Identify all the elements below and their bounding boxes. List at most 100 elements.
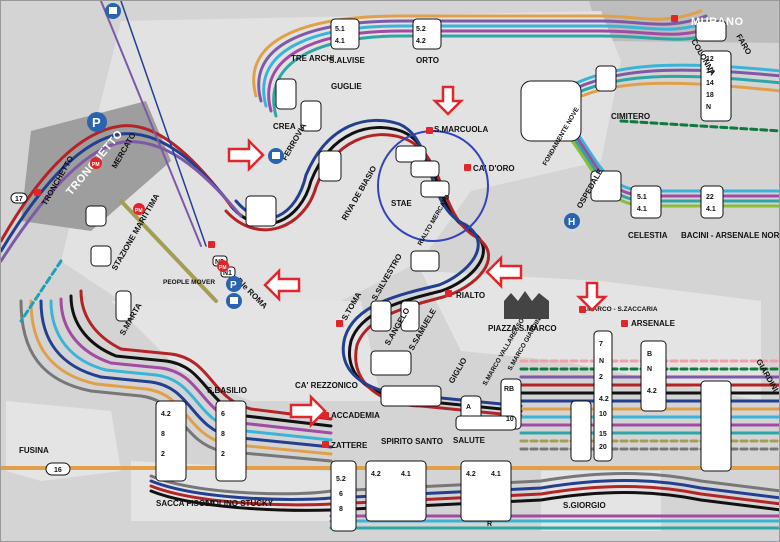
stop-label-s-marcuola: S.MARCUOLA (434, 125, 488, 134)
pill-text: 2 (221, 451, 225, 458)
svg-text:PM: PM (219, 265, 227, 271)
stop-label-guglie: GUGLIE (331, 82, 362, 91)
pill-text: RB (504, 386, 514, 393)
stop-label-fusina: FUSINA (19, 446, 49, 455)
red-arrow-icon (263, 267, 301, 303)
stop-label-s-giorgio: S.GIORGIO (563, 501, 606, 510)
stop-marker-icon (464, 164, 471, 171)
stop-label-arsenale: ARSENALE (631, 319, 676, 328)
stop-marker-icon (34, 189, 41, 196)
people-mover-icon: PM (90, 157, 102, 169)
route-line (19, 259, 63, 323)
pill-text: 4.2 (161, 411, 171, 418)
stop-marker-icon (621, 320, 628, 327)
pill-text: 6 (221, 411, 225, 418)
stop-markers (34, 15, 678, 448)
red-arrow-icon (289, 393, 327, 429)
route-line (79, 289, 333, 421)
red-arrow-icon (431, 85, 465, 116)
svg-text:PM: PM (135, 208, 143, 214)
pill-text: 4.1 (335, 38, 345, 45)
stop-label-s-alvise: S.ALVISE (329, 56, 366, 65)
route-line (149, 489, 779, 512)
map-icons: P P H PM PM P (87, 3, 580, 319)
svg-text:PM: PM (92, 162, 100, 168)
route-line (49, 299, 333, 442)
stop-label-s-marco-zaccaria: S.MARCO - S.ZACCARIA (581, 306, 658, 313)
pill-text: 5.2 (416, 26, 426, 33)
stop-label-salute: SALUTE (453, 436, 486, 445)
route-line (1, 140, 243, 263)
pill-text: 4.2 (466, 471, 476, 478)
route-line (39, 299, 333, 449)
stop-marker-icon (445, 290, 452, 297)
basilica-icon (504, 291, 549, 319)
route-line (224, 133, 523, 418)
pill-text: 22 (706, 194, 714, 201)
route-badge-n1: N1 (223, 270, 232, 277)
pill-text: 10 (599, 411, 607, 418)
parking-icon: P (87, 112, 107, 132)
stop-label-bacini: BACINI - ARSENALE NORD (681, 231, 780, 240)
bus-icon (226, 293, 242, 309)
route-line (29, 299, 333, 456)
pill-texts: 5.1 4.1 5.2 4.2 12 13 14 18 N 5.1 4.1 22… (161, 26, 716, 528)
route-badge-16: 16 (54, 467, 62, 474)
area-label-murano: MURANO (691, 16, 744, 28)
red-arrow-icon (575, 281, 609, 312)
pill-text: R (487, 521, 492, 528)
route-line (119, 199, 218, 303)
stop-label-ca-doro: CA' D'ORO (473, 164, 515, 173)
stop-marker-icon (579, 306, 586, 313)
stop-label-cimitero: CIMITERO (611, 112, 650, 121)
red-arrow-icon (227, 137, 265, 173)
people-mover-icon: PM (133, 203, 145, 215)
stop-label-people-mover: PEOPLE MOVER (163, 279, 215, 286)
stop-marker-icon (671, 15, 678, 22)
fusina-land (6, 401, 121, 481)
route-line (149, 484, 779, 507)
route-line (252, 9, 703, 98)
pill-text: 8 (161, 431, 165, 438)
stop-marker-icon (208, 241, 215, 248)
city-west-land (111, 301, 381, 401)
pill-text: 4.1 (491, 471, 501, 478)
route-line (234, 118, 523, 408)
route-lines (1, 1, 779, 530)
stop-label-accademia: ACCADEMIA (331, 411, 380, 420)
pill-text: 13 (706, 68, 714, 75)
stop-marker-icon (322, 412, 329, 419)
stop-label-celestia: CELESTIA (628, 231, 668, 240)
stop-label-spirito-santo: SPIRITO SANTO (381, 437, 443, 446)
pill-text: 10 (506, 416, 514, 423)
svg-text:H: H (568, 217, 575, 228)
pill-text: 5.1 (637, 194, 647, 201)
pill-text: 14 (706, 80, 714, 87)
pill-text: 4.1 (637, 206, 647, 213)
svg-text:P: P (92, 115, 101, 130)
pill-text: 5.2 (336, 476, 346, 483)
pill-text: 15 (599, 431, 607, 438)
stop-label-molino-stucky: MOLINO STUCKY (206, 499, 274, 508)
pill-text: 12 (706, 56, 714, 63)
pill-text: 4.1 (706, 206, 716, 213)
stop-label-orto: ORTO (416, 56, 439, 65)
stop-marker-icon (322, 441, 329, 448)
pill-text: 5.1 (335, 26, 345, 33)
pill-text: 4.2 (599, 396, 609, 403)
pill-text: N (647, 366, 652, 373)
route-line (19, 299, 333, 463)
route-line (559, 63, 779, 93)
pill-text: B (647, 351, 652, 358)
route-line (272, 29, 723, 118)
route-line (257, 14, 708, 103)
route-line (559, 68, 779, 98)
stop-label-zattere: ZATTERE (331, 441, 368, 450)
pill-text: 6 (339, 491, 343, 498)
stop-label-rialto: RIALTO (456, 291, 485, 300)
stop-pills (85, 18, 732, 532)
pill-text: N (706, 104, 711, 111)
pill-text: 8 (221, 431, 225, 438)
